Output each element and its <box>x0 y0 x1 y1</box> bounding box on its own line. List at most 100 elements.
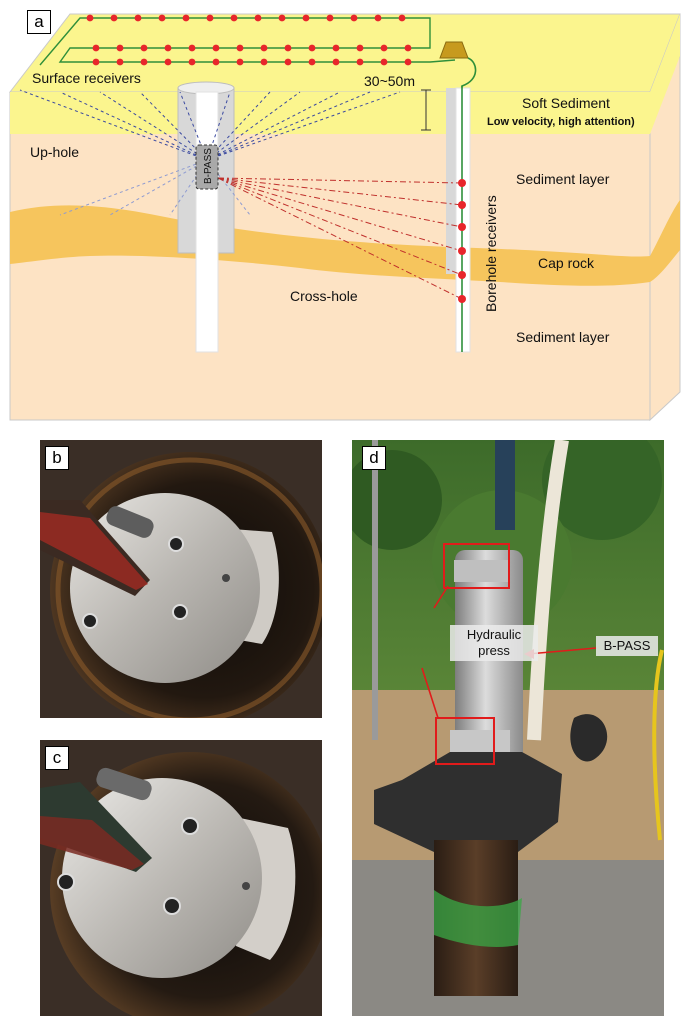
yellow-cable <box>652 649 664 841</box>
surface-receiver <box>332 58 340 66</box>
surface-receiver <box>284 58 292 66</box>
surface-receiver <box>230 14 238 22</box>
uphole-label: Up-hole <box>30 144 79 160</box>
panel-label-c: c <box>45 746 69 770</box>
crosshole-ray <box>217 177 463 276</box>
hydraulic-press-box-top <box>443 543 510 589</box>
borehole-receiver <box>458 223 466 231</box>
bolt-2-icon <box>163 897 181 915</box>
hose-red <box>40 816 144 870</box>
surface-receiver <box>134 14 142 22</box>
tool-top-clamp <box>454 560 510 582</box>
surface-receiver <box>374 14 382 22</box>
surface-receiver <box>188 44 196 52</box>
panel-label-a: a <box>27 10 51 34</box>
callout-arrow-bottom <box>421 667 439 719</box>
pulley <box>570 714 608 762</box>
surface-receiver <box>236 44 244 52</box>
bpass-source-tool <box>195 144 219 190</box>
callout-arrow-top <box>433 585 449 609</box>
surface-receiver <box>212 44 220 52</box>
surface-receiver <box>164 44 172 52</box>
surface-receiver <box>254 14 262 22</box>
hose-coupling <box>96 767 152 801</box>
recorder-box <box>439 41 469 59</box>
bolt-1-icon <box>181 817 199 835</box>
mast-pole <box>495 440 515 530</box>
surface-receiver <box>110 14 118 22</box>
uphole-ray <box>139 91 208 161</box>
tool-bottom-clamp <box>450 730 510 752</box>
borehole-receiver <box>458 179 466 187</box>
surface-receiver <box>278 14 286 22</box>
surface-receiver <box>236 58 244 66</box>
bpass-source-label: B-PASS <box>203 148 214 184</box>
soft-sediment-side <box>650 14 680 134</box>
uphole-ray <box>169 159 208 216</box>
uphole-ray <box>206 91 401 161</box>
fence-post <box>372 440 378 740</box>
crosshole-label: Cross-hole <box>290 288 358 304</box>
surface-receiver <box>260 44 268 52</box>
sediment-layer-bottom-label: Sediment layer <box>516 329 610 345</box>
white-hose <box>527 440 569 741</box>
surface-receiver <box>188 58 196 66</box>
cap-rock-layer <box>10 205 650 286</box>
hydraulic-press-label-line1: Hydraulic <box>466 627 522 642</box>
surface-receiver <box>206 14 214 22</box>
uphole-ray <box>109 159 208 216</box>
soft-sediment-note: Low velocity, high attention) <box>487 116 635 128</box>
sediment-layer-top-label: Sediment layer <box>516 171 610 187</box>
crosshole-ray-paths <box>217 177 463 300</box>
surface-receiver <box>404 58 412 66</box>
borehole-receiver <box>458 271 466 279</box>
octagon-base <box>374 752 562 852</box>
surface-receiver <box>332 44 340 52</box>
surface-receiver <box>308 44 316 52</box>
uphole-ray <box>59 91 208 161</box>
surface-receiver <box>116 58 124 66</box>
crosshole-ray <box>217 177 463 252</box>
soft-sediment-label: Soft Sediment <box>522 95 610 111</box>
crosshole-ray <box>217 177 463 300</box>
distance-label: 30~50m <box>364 73 415 89</box>
surface-receiver <box>260 58 268 66</box>
foliage <box>542 440 662 540</box>
uphole-borehole <box>195 91 219 353</box>
surface-receiver <box>404 44 412 52</box>
surface-receiver <box>350 14 358 22</box>
cap-rock-label: Cap rock <box>538 255 595 271</box>
borehole-receivers-label: Borehole receivers <box>483 195 499 312</box>
surface-receiver <box>140 58 148 66</box>
surface-receivers-label: Surface receivers <box>32 70 141 86</box>
uphole-ray <box>206 91 341 161</box>
hose-red <box>40 512 148 590</box>
crosshole-ray <box>217 177 463 184</box>
surface-receiver <box>116 44 124 52</box>
borehole-cable <box>461 57 477 352</box>
surface-receiver <box>140 44 148 52</box>
surface-receiver <box>380 44 388 52</box>
surface-receiver <box>212 58 220 66</box>
bolt-4-icon <box>222 574 230 582</box>
photo-c-borehole-top-view <box>40 740 322 1016</box>
borehole-receiver-array <box>458 179 466 303</box>
uphole-ray <box>59 159 208 216</box>
surface-receiver <box>356 58 364 66</box>
surface-receiver <box>182 14 190 22</box>
soft-sediment-layer <box>10 92 650 134</box>
surface-receiver-array <box>86 14 412 66</box>
rust-ring <box>55 457 322 718</box>
bpass-tool-body <box>455 550 523 780</box>
photo-b-borehole-top-view <box>40 440 322 718</box>
bolt-4-icon <box>242 882 250 890</box>
surface-receiver <box>356 44 364 52</box>
green-tape <box>434 890 522 947</box>
borehole-receiver <box>458 247 466 255</box>
surface-receiver <box>164 58 172 66</box>
callout-arrow-bpass <box>527 647 597 655</box>
bolt-2-icon <box>172 604 188 620</box>
panel-label-b: b <box>45 446 69 470</box>
bpass-tool-label: B-PASS <box>596 636 658 656</box>
surface-receiver <box>86 14 94 22</box>
